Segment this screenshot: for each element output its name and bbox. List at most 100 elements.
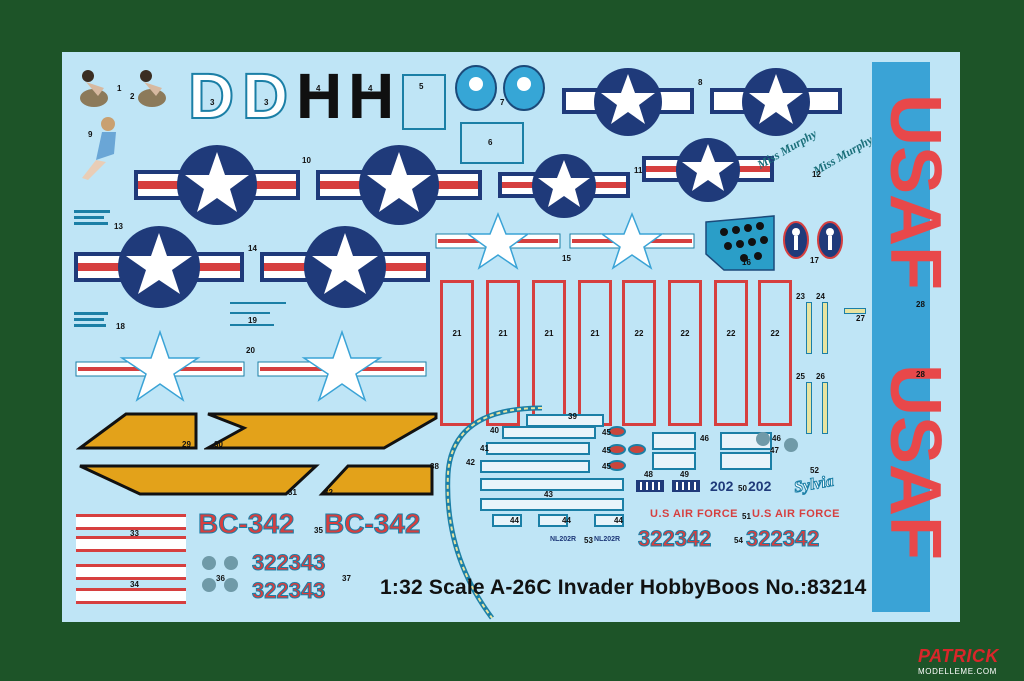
decal-number: 54 xyxy=(734,536,743,545)
decal-number: 29 xyxy=(182,440,191,449)
decal-number: 28 xyxy=(916,300,925,309)
barcode-block-49 xyxy=(672,480,700,492)
red-stripe-34b xyxy=(76,588,186,604)
fin-stripe-21d: 21 xyxy=(578,280,612,426)
star-insignia-14a xyxy=(74,226,244,308)
nl202r-2: NL202R xyxy=(594,536,621,543)
us-air-force-text-2: U.S AIR FORCE xyxy=(752,508,840,520)
decal-number: 43 xyxy=(544,490,553,499)
decal-number: 42 xyxy=(466,458,475,467)
decal-number: 46 xyxy=(700,434,709,443)
decal-number: 46 xyxy=(772,434,781,443)
stencil-plate-40 xyxy=(502,426,596,439)
tail-serial-322343-1: 322343 xyxy=(251,550,326,576)
decal-number: 39 xyxy=(568,412,577,421)
star-insignia-11a xyxy=(498,154,630,218)
star-insignia-15b xyxy=(569,212,695,270)
decal-number: 18 xyxy=(116,322,125,331)
decal-number: 2 xyxy=(130,92,135,101)
stencil-plate-46d xyxy=(720,452,772,470)
decal-number: 44 xyxy=(614,516,623,525)
fin-stripe-22d: 22 xyxy=(758,280,792,426)
pinup-figure-1 xyxy=(80,70,108,107)
yellow-chevron-31 xyxy=(79,464,320,496)
decal-number: 49 xyxy=(680,470,689,479)
decal-number: 52 xyxy=(810,466,819,475)
stencil-block-13 xyxy=(74,210,110,225)
grey-dot xyxy=(202,556,216,570)
watermark: PATRICK MODELLEME.COM xyxy=(918,646,1022,676)
decal-number: 6 xyxy=(488,138,493,147)
nose-art-sylvia: Sylvia xyxy=(792,472,836,497)
red-stripe-34a xyxy=(76,564,186,580)
pinup-girl-sitting xyxy=(82,117,116,180)
decal-number: 38 xyxy=(430,462,439,471)
barcode-block-48 xyxy=(636,480,664,492)
decal-number: 12 xyxy=(812,170,821,179)
decal-number: 34 xyxy=(130,580,139,589)
panel-outline-6 xyxy=(460,122,524,164)
decal-number: 44 xyxy=(562,516,571,525)
decal-number: 41 xyxy=(480,444,489,453)
decal-number: 5 xyxy=(419,82,424,91)
panel-outline-5 xyxy=(402,74,446,130)
star-insignia-8b xyxy=(710,68,842,136)
grey-dot-47a xyxy=(756,432,770,446)
decal-number: 9 xyxy=(88,130,93,139)
decal-number: 50 xyxy=(738,484,747,493)
decal-number: 19 xyxy=(248,316,257,325)
letter-d-hollow: D xyxy=(241,60,289,132)
decal-number: 16 xyxy=(742,258,751,267)
decal-sheet: 1 2 9 D D H H 3 3 4 4 5 6 7 xyxy=(62,52,960,622)
decal-number: 45 xyxy=(602,462,611,471)
star-insignia-8a xyxy=(562,68,694,136)
decal-number: 37 xyxy=(342,574,351,583)
nl202r-1: NL202R xyxy=(550,536,577,543)
tail-serial-322342-2: 322342 xyxy=(745,526,820,552)
grey-dot xyxy=(224,556,238,570)
yellow-chevron-29 xyxy=(76,412,198,450)
decal-number: 14 xyxy=(248,244,257,253)
star-insignia-14b xyxy=(260,226,430,308)
usaf-backing-strip xyxy=(872,62,930,612)
yellow-chevron-32 xyxy=(318,464,434,496)
decal-number: 36 xyxy=(216,574,225,583)
instrument-panel-decal xyxy=(705,215,775,271)
decal-number: 30 xyxy=(214,440,223,449)
decal-number: 25 xyxy=(796,372,805,381)
decal-number: 28 xyxy=(916,370,925,379)
code-202-2: 202 xyxy=(748,478,772,494)
letter-h-black: H xyxy=(296,60,343,132)
red-oval-45b xyxy=(608,444,626,455)
decal-number: 24 xyxy=(816,292,825,301)
star-insignia-10a xyxy=(134,145,300,225)
red-stripe-33b xyxy=(76,536,186,552)
star-insignia-10b xyxy=(316,145,482,225)
fin-stripe-21c: 21 xyxy=(532,280,566,426)
fin-stripe-21a: 21 xyxy=(440,280,474,426)
grey-dot xyxy=(202,578,216,592)
red-oval-45d xyxy=(628,444,646,455)
decal-number: 33 xyxy=(130,529,139,538)
decal-number: 40 xyxy=(490,426,499,435)
decal-number: 4 xyxy=(316,84,321,93)
decal-number: 45 xyxy=(602,428,611,437)
decal-number: 1 xyxy=(117,84,122,93)
red-oval-45c xyxy=(608,460,626,471)
star-insignia-20b xyxy=(257,330,427,402)
star-insignia-20a xyxy=(75,330,245,402)
fin-stripe-22c: 22 xyxy=(714,280,748,426)
canopy-frame-arc xyxy=(445,405,543,620)
yellow-chevron-30 xyxy=(204,412,438,450)
watermark-line-1: PATRICK xyxy=(918,646,999,666)
fin-stripe-21b: 21 xyxy=(486,280,520,426)
decal-number: 27 xyxy=(856,314,865,323)
skeleton-emblems xyxy=(783,221,843,259)
grey-dot xyxy=(224,578,238,592)
code-202-1: 202 xyxy=(710,478,734,494)
decal-number: 4 xyxy=(368,84,373,93)
red-stripe-33a xyxy=(76,514,186,530)
decal-number: 3 xyxy=(264,98,269,107)
stencil-plate-43b xyxy=(480,498,624,511)
thin-stripe-23 xyxy=(806,302,812,354)
